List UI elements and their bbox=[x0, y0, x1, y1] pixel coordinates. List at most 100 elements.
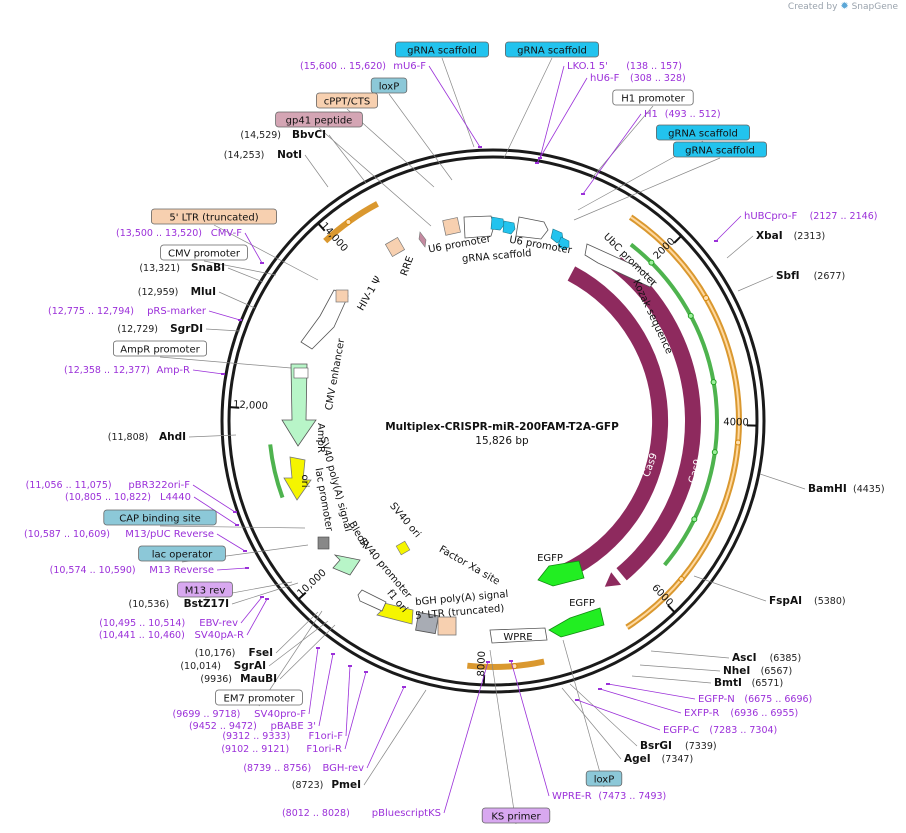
primer-mark bbox=[348, 665, 352, 667]
leader-line bbox=[205, 328, 241, 332]
restriction-site: NotI(14,253) bbox=[224, 149, 302, 161]
feature-label: EGFP bbox=[569, 598, 595, 609]
primer-name: BGH-rev bbox=[322, 763, 364, 774]
primer: LKO.1 5'(138 .. 157) bbox=[567, 61, 682, 72]
snapgene-brand: Created by ✹ SnapGene bbox=[788, 1, 898, 12]
leader-line bbox=[388, 93, 453, 181]
site-name: SnaBI bbox=[191, 262, 225, 274]
primer-mark bbox=[260, 596, 264, 598]
primer-leader-line bbox=[344, 671, 367, 750]
boxed-label-text: KS primer bbox=[491, 812, 541, 823]
primer-leader-line bbox=[536, 77, 588, 164]
primer-name: F1ori-R bbox=[306, 744, 342, 755]
boxed-label-text: 5' LTR (truncated) bbox=[169, 213, 258, 224]
site-name: SgrAI bbox=[234, 660, 266, 672]
primer-mark bbox=[243, 550, 247, 552]
leader-line bbox=[213, 224, 319, 281]
primer-leader-line bbox=[240, 596, 263, 624]
feature-label: Factor Xa site bbox=[437, 544, 501, 588]
snapgene-logo-icon: ✹ bbox=[840, 1, 849, 12]
restriction-site: BsrGI(7339) bbox=[640, 740, 717, 752]
leader-line bbox=[203, 260, 277, 276]
orange-arc-arrowhead bbox=[678, 576, 685, 583]
site-name: AhdI bbox=[159, 431, 186, 443]
primer-leader-line bbox=[576, 699, 661, 731]
primer-mark bbox=[245, 567, 249, 569]
ampr-promoter-mark bbox=[293, 367, 309, 379]
ubc-promoter-arrow bbox=[584, 243, 656, 288]
boxed-label-text: cPPT/CTS bbox=[324, 97, 370, 108]
primer-range: (12,775 .. 12,794) bbox=[48, 306, 134, 317]
primer-mark bbox=[238, 319, 242, 321]
feature-label: gRNA scaffold bbox=[462, 248, 532, 265]
primer-name: hU6-F bbox=[590, 73, 620, 84]
leader-line bbox=[231, 582, 299, 605]
primer-name: WPRE-R bbox=[552, 791, 592, 802]
boxed-label-frame bbox=[315, 92, 378, 109]
bleor-arrow bbox=[332, 554, 361, 576]
primer: Amp-R(12,358 .. 12,377) bbox=[64, 365, 190, 376]
leader-line bbox=[279, 624, 336, 680]
primer-range: (8012 .. 8028) bbox=[282, 808, 350, 819]
site-position: (7347) bbox=[662, 754, 694, 765]
primer-leader-line bbox=[208, 310, 241, 321]
primer: hU6-F(308 .. 328) bbox=[590, 73, 686, 84]
site-position: (11,808) bbox=[108, 432, 149, 443]
restriction-site: FspAI(5380) bbox=[769, 595, 846, 607]
restriction-site: XbaI (2313) bbox=[756, 230, 825, 242]
primer-name: pBluescriptKS bbox=[372, 808, 441, 819]
site-position: (14,253) bbox=[224, 150, 265, 161]
ruler-tick-mark bbox=[673, 235, 682, 244]
primer-leader-line bbox=[510, 660, 550, 797]
bgh-polya-box bbox=[415, 611, 439, 635]
green-arc-arrowhead bbox=[691, 516, 698, 523]
site-position: (2313) bbox=[794, 231, 826, 242]
cmv-enhancer-arrow bbox=[300, 289, 349, 350]
primer-leader-line bbox=[216, 533, 246, 552]
primer-range: (10,574 .. 10,590) bbox=[50, 565, 136, 576]
primer-mark bbox=[538, 157, 542, 159]
site-name: BstZ17I bbox=[184, 598, 229, 610]
ruler-tick-mark bbox=[297, 591, 307, 601]
primer-mark bbox=[221, 373, 225, 375]
site-name: XbaI bbox=[756, 230, 783, 242]
primer-leader-line bbox=[345, 665, 351, 737]
primer-leader-line bbox=[308, 647, 319, 715]
primer-name: EGFP-C bbox=[663, 725, 699, 736]
orange-arc-arrowhead bbox=[703, 295, 710, 301]
site-position: (7339) bbox=[685, 741, 717, 752]
ruler-tick-label: 12,000 bbox=[233, 399, 269, 412]
site-name: MluI bbox=[191, 286, 216, 298]
leader-line bbox=[650, 650, 730, 659]
primer-name: pRS-marker bbox=[147, 306, 207, 317]
primer-name: mU6-F bbox=[393, 61, 426, 72]
leader-line bbox=[159, 525, 306, 529]
primer: H1(493 .. 512) bbox=[644, 109, 721, 120]
primer: hUBCpro-F(2127 .. 2146) bbox=[744, 211, 877, 222]
leader-line bbox=[569, 683, 638, 747]
plasmid-length: 15,826 bp bbox=[475, 435, 529, 447]
feature-label: AmpR bbox=[315, 423, 326, 453]
primer-mark bbox=[316, 647, 320, 649]
leader-line bbox=[573, 157, 721, 221]
primer-mark bbox=[606, 683, 610, 685]
primer-mark bbox=[364, 671, 368, 673]
backbone-outer-circle bbox=[220, 148, 766, 694]
boxed-label-text: lac operator bbox=[152, 550, 213, 561]
ori-arrow bbox=[283, 456, 312, 501]
primer-mark bbox=[331, 653, 335, 655]
primer-range: (10,495 .. 10,514) bbox=[99, 618, 185, 629]
grna-scaffold-shape-2 bbox=[502, 220, 516, 235]
feature-label: WPRE bbox=[503, 632, 532, 643]
sv40-promoter-arrow bbox=[357, 589, 387, 612]
site-name: FspAI bbox=[769, 595, 802, 607]
green-arc-arrowhead bbox=[711, 449, 718, 456]
leader-line bbox=[318, 127, 432, 227]
cas9-outer-arrow-body bbox=[611, 257, 701, 581]
primer-name: SV40pro-F bbox=[254, 709, 306, 720]
restriction-site: BstZ17I(10,536) bbox=[129, 598, 229, 610]
sv40-ori-box bbox=[395, 540, 411, 556]
primer-leader-line bbox=[443, 661, 489, 814]
